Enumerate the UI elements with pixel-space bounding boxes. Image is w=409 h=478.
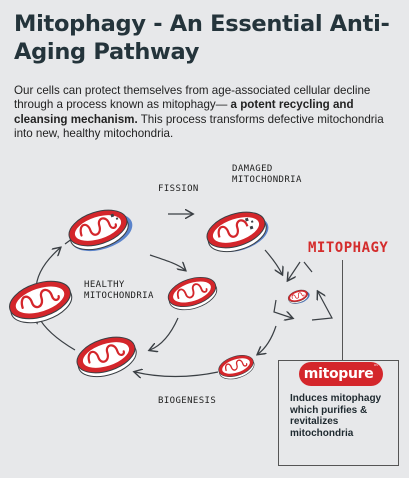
connector-line [342, 260, 343, 360]
intro-text-start: Our cells can protect themselves from ag… [14, 84, 371, 112]
product-description: Induces mitophagy which purifies & revit… [290, 393, 382, 439]
cycle-arrow-lower [150, 317, 179, 350]
page-title: Mitophagy - An Essential Anti-Aging Path… [14, 11, 390, 65]
mitophagy-label: MITOPHAGY [308, 240, 389, 256]
split-arrow [149, 254, 185, 270]
recycle-to-new-arrow [258, 325, 277, 354]
intro-text-end: This process transforms defective mitoch… [14, 112, 384, 141]
recycle-icon [273, 261, 333, 320]
healthy-mitochondria-label: HEALTHY MITOCHONDRIA [84, 280, 154, 301]
mitopure-logo: mitopure™ [299, 362, 383, 386]
mitochondria-cycle-diagram [3, 202, 333, 385]
recycled-mitochondria-icon [286, 287, 311, 306]
large-healthy-mitochondria-icon [3, 273, 78, 331]
bottom-healthy-mitochondria-icon [71, 329, 142, 385]
biogenesis-label: BIOGENESIS [158, 396, 217, 406]
healthy-mitochondria-icon [163, 271, 222, 317]
damaged-to-recycle-arrow [264, 249, 282, 274]
intro-text-bold: a potent recycling and cleansing mechani… [14, 98, 354, 126]
damaged-mitochondria-label: DAMAGED MITOCHONDRIA [232, 164, 302, 185]
biogenesis-arrow [135, 372, 219, 377]
intro-paragraph: Our cells can protect themselves from ag… [14, 84, 399, 142]
damaged-mitochondria-icon [206, 211, 269, 253]
new-mitochondria-icon [215, 350, 258, 384]
fission-label: FISSION [158, 184, 199, 194]
pre-fission-mitochondria-icon [63, 202, 134, 258]
